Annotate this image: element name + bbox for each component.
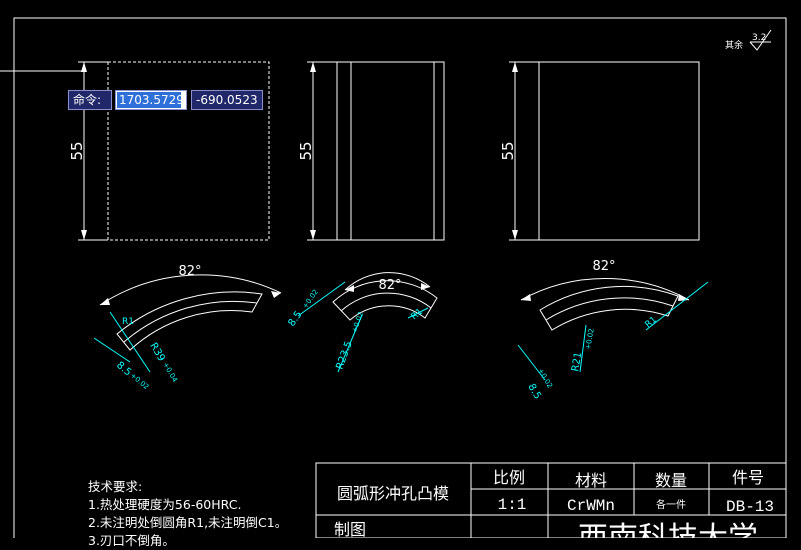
x-coordinate-input[interactable]: 1703.5729: [115, 90, 187, 110]
view-1-outline-selected[interactable]: [107, 61, 270, 241]
tech-req-line-2: 2.未注明处倒圆角R1,未注明倒C1。: [88, 515, 288, 530]
view-1[interactable]: 55: [68, 61, 270, 241]
arrow-icon: [421, 283, 430, 290]
drawn-by-label: 制图: [334, 520, 366, 538]
dim-text-height-1: 55: [68, 141, 86, 160]
arc-section-2-mid: [340, 292, 432, 312]
arc-section-3[interactable]: 82° R1 8.5 +0.02 R21 +0.02: [517, 259, 709, 401]
material-value: CrWMn: [567, 497, 615, 515]
dim-angle-arc-2: [344, 272, 431, 291]
technical-requirements: 技术要求: 1.热处理硬度为56-60HRC. 2.未注明处倒圆角R1,未注明倒C1…: [88, 478, 287, 550]
leader-r1-right: [645, 281, 709, 331]
arc-section-1-mid: [123, 300, 258, 343]
x-coordinate-value[interactable]: 1703.5729: [117, 92, 184, 108]
dim-line-85-left: [93, 337, 131, 363]
roughness-value: 3.2: [752, 33, 766, 43]
view-2-outline: [336, 61, 445, 241]
scale-value: 1:1: [498, 496, 527, 514]
title-block-frame: [315, 462, 787, 538]
quantity-header: 数量: [655, 471, 687, 490]
dim-r1-right: R1: [644, 315, 660, 330]
dim-r1-left: R1: [122, 317, 134, 327]
dim-r1-mid: R1: [410, 307, 426, 322]
part-name: 圆弧形冲孔凸模: [337, 484, 449, 503]
dim-angle-arc-1: [99, 274, 282, 306]
arrow-icon: [512, 62, 518, 72]
arrow-icon: [271, 291, 281, 298]
material-header: 材料: [575, 471, 607, 490]
dim-r39-tol: +0.04: [161, 361, 179, 384]
dim-85-mid: 8.5: [286, 309, 304, 328]
arc-section-1[interactable]: 82° R1 8.5 +0.02 R39 +0.04: [93, 264, 282, 391]
leader-r1-mid: [407, 307, 429, 319]
dim-r21-tol: +0.02: [584, 328, 596, 351]
arrow-icon: [100, 298, 110, 305]
tech-req-line-3: 3.刃口不倒角。: [88, 533, 175, 548]
title-block: 圆弧形冲孔凸模 比例 1:1 材料 CrWMn 数量 各一件 件号 DB-13 …: [315, 462, 787, 538]
command-prompt-label: 命令:: [68, 90, 112, 110]
roughness-symbol: 其余 3.2: [725, 29, 772, 51]
roughness-prefix: 其余: [725, 39, 743, 51]
dim-r235: R23.5: [334, 340, 354, 371]
roughness-check-icon: [749, 29, 772, 51]
view-2[interactable]: 55: [297, 61, 445, 241]
dim-text-angle-1: 82°: [178, 264, 201, 279]
dim-85-right-tol: +0.02: [536, 367, 554, 390]
view-3[interactable]: 55: [499, 61, 700, 241]
dim-text-height-3: 55: [499, 141, 517, 160]
tech-req-title: 技术要求:: [88, 479, 143, 494]
drawing-frame: [13, 17, 787, 538]
view-3-outline: [538, 61, 700, 241]
arrow-icon: [81, 62, 87, 72]
dim-r235-tol: +0.02: [350, 311, 365, 334]
quantity-value: 各一件: [656, 498, 686, 511]
arrow-icon: [345, 285, 354, 292]
dim-85-right: 8.5: [525, 382, 542, 401]
dim-r39: R39: [147, 341, 166, 364]
leader-r21: [579, 324, 587, 373]
dim-85-left-tol: +0.02: [129, 371, 151, 391]
arc-section-1-outer: [116, 291, 263, 351]
arrow-icon: [521, 294, 531, 301]
arrow-icon: [81, 230, 87, 240]
arc-section-2-outer: [332, 280, 438, 321]
dim-text-angle-3: 82°: [592, 259, 615, 274]
arrow-icon: [512, 230, 518, 240]
arrow-icon: [310, 62, 316, 72]
dim-r21: R21: [570, 351, 584, 372]
leader-r1: [109, 311, 151, 373]
dim-line-85-mid: [297, 281, 346, 317]
school-name: 西南科技大学: [578, 521, 758, 538]
part-no-value: DB-13: [726, 498, 774, 516]
arc-section-2[interactable]: 82° 8.5 +0.02 R23.5 +0.02 R1: [286, 272, 438, 373]
arc-section-3-mid: [545, 297, 674, 321]
scale-header: 比例: [493, 468, 525, 487]
drawing-canvas[interactable]: 55 55 55 其余 3.2 82° R1: [0, 0, 801, 538]
y-coordinate-input[interactable]: -690.0523: [191, 90, 263, 110]
dim-text-height-2: 55: [297, 141, 315, 160]
arrow-icon: [310, 230, 316, 240]
dim-text-angle-2: 82°: [378, 278, 401, 293]
dim-line-85-right: [517, 344, 546, 381]
dim-angle-arc-3: [520, 278, 690, 301]
leader-r235: [337, 314, 363, 373]
tech-req-line-1: 1.热处理硬度为56-60HRC.: [88, 497, 242, 512]
part-no-header: 件号: [732, 468, 764, 487]
